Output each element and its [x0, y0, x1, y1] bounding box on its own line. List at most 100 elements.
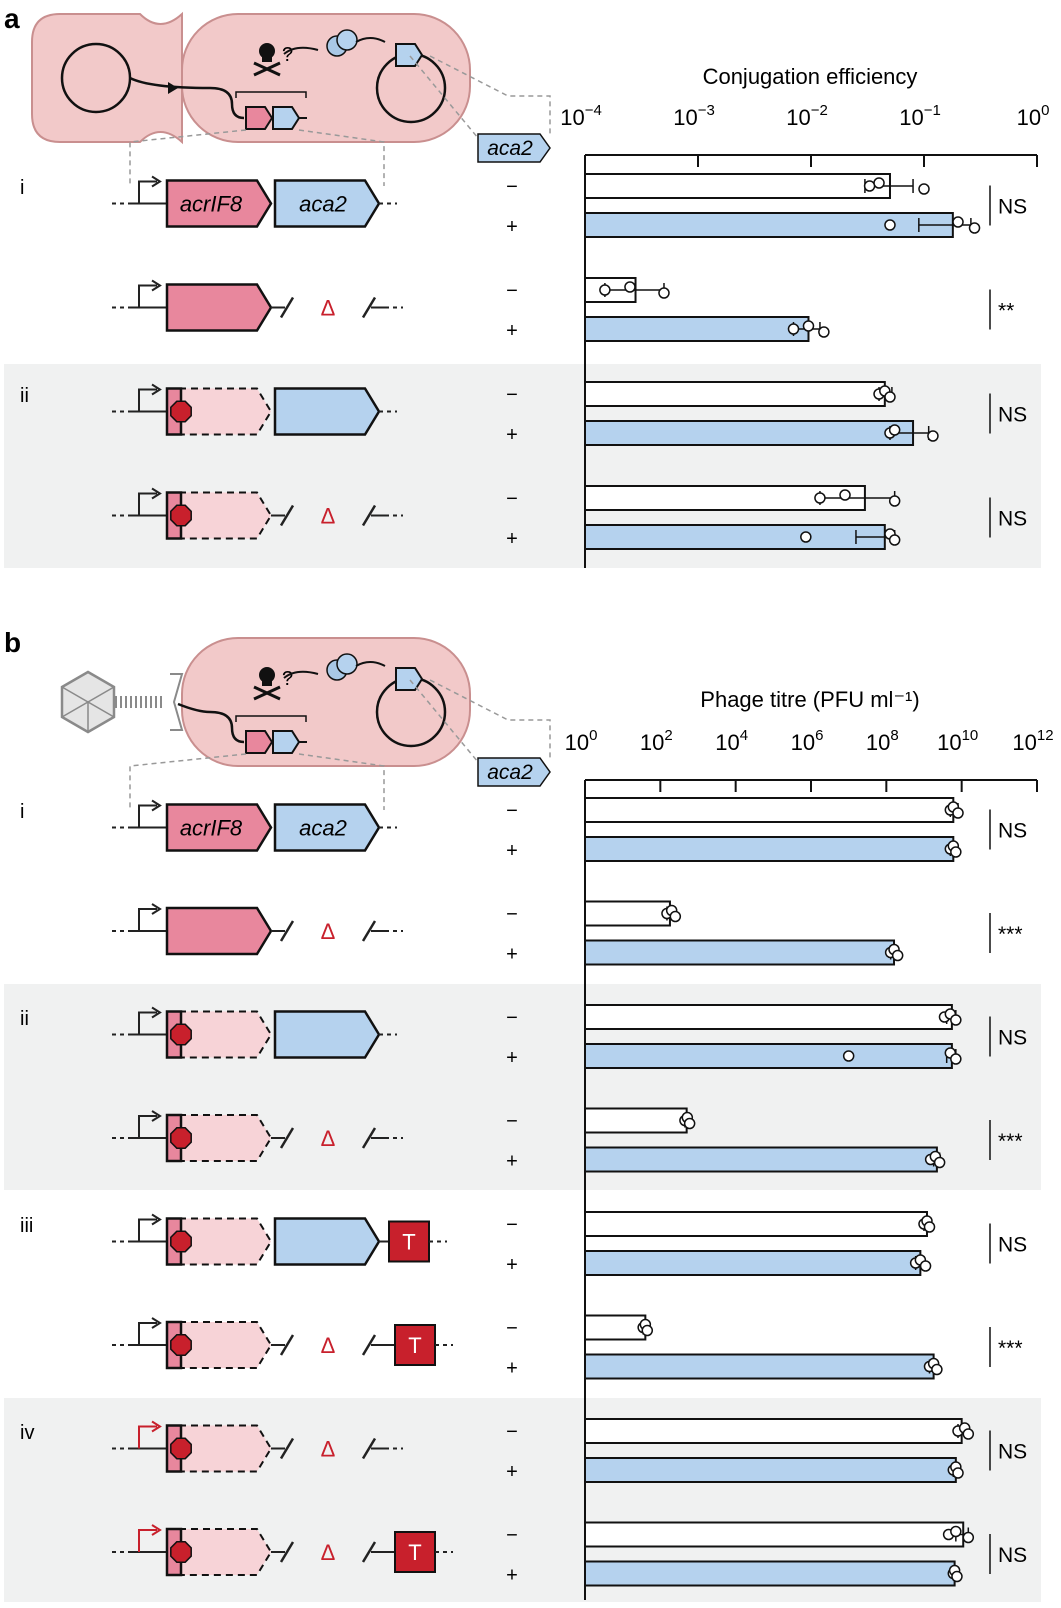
aca-gene — [273, 1217, 381, 1266]
promoter-arrow-head — [151, 799, 162, 812]
x-tick-label: 10−2 — [786, 102, 828, 130]
transfer-arrow — [168, 82, 178, 94]
promoter-arrow — [138, 1322, 157, 1345]
aca-gene-small — [272, 730, 301, 754]
data-point — [800, 531, 812, 543]
construct-stop-aca — [112, 1006, 397, 1059]
callout-dash — [409, 679, 551, 763]
skull-jaw — [262, 56, 272, 62]
aca-gene-host — [395, 43, 424, 67]
protein-icon — [336, 653, 358, 675]
break-mark — [361, 1541, 377, 1563]
data-point — [818, 326, 830, 338]
crossbone — [253, 685, 281, 701]
acr-gene — [165, 906, 273, 956]
x-tick-label: 106 — [791, 727, 824, 755]
aca-gene — [273, 803, 381, 852]
x-tick-exponent: −3 — [698, 102, 715, 119]
break-mark — [279, 920, 295, 942]
bar-minus — [584, 1004, 953, 1030]
condition-minus: − — [506, 1214, 518, 1236]
data-point — [599, 284, 611, 296]
condition-plus: + — [506, 1565, 518, 1587]
data-point — [968, 222, 981, 234]
delta-symbol: Δ — [321, 504, 336, 529]
terminator-label: T — [402, 1230, 415, 1255]
significance-label: NS — [998, 508, 1027, 531]
zoom-dash-left — [129, 753, 247, 810]
zoom-dash-right — [298, 129, 385, 186]
aca2-callout-label: aca2 — [487, 137, 533, 160]
acr-gene — [165, 283, 273, 332]
x-tick-exponent: −1 — [924, 102, 941, 119]
bracket — [235, 91, 307, 98]
condition-minus: − — [506, 1111, 518, 1133]
skull-jaw — [262, 680, 272, 686]
bar-plus — [584, 1353, 935, 1380]
data-point — [952, 216, 964, 228]
x-tick-label: 10−3 — [673, 102, 715, 130]
x-tick-exponent: −2 — [811, 102, 828, 119]
significance-label: *** — [998, 923, 1023, 946]
aca-gene-small — [272, 106, 301, 130]
bar-plus — [584, 1250, 922, 1276]
data-point — [950, 1525, 962, 1538]
stop-codon-icon — [170, 504, 192, 527]
x-tick-exponent: 10 — [962, 727, 979, 744]
bar-plus — [584, 939, 896, 966]
promoter-arrow-head — [151, 903, 162, 915]
aca2-callout — [477, 757, 551, 787]
significance-label: NS — [998, 196, 1027, 219]
bar-plus — [584, 524, 886, 550]
bar-minus — [584, 1211, 928, 1237]
condition-plus: + — [506, 1358, 518, 1380]
stop-codon-icon — [170, 1437, 192, 1460]
skull-question: ? — [282, 44, 293, 66]
condition-minus: − — [506, 904, 518, 926]
construct-redprom-stop-delta: Δ — [112, 1420, 403, 1473]
promoter-arrow — [138, 908, 157, 931]
terminator-icon — [388, 1220, 430, 1263]
bar-plus — [584, 836, 955, 862]
aca2-callout-label: aca2 — [487, 761, 533, 784]
construct-stop-delta: Δ — [112, 1110, 403, 1163]
construct-stop-delta: Δ — [112, 487, 403, 540]
stop-codon-icon — [170, 1023, 192, 1046]
break-mark — [361, 920, 377, 942]
construct-wt-delta: Δ — [112, 279, 403, 332]
bar-plus — [584, 1560, 956, 1587]
delta-symbol: Δ — [321, 1437, 336, 1462]
data-point — [951, 1570, 963, 1583]
bar-plus — [584, 420, 915, 446]
significance-label: ** — [998, 300, 1014, 323]
x-tick-label: 102 — [640, 727, 673, 755]
panel-a-letter: a — [4, 3, 20, 34]
condition-plus: + — [506, 320, 518, 342]
skull-question: ? — [282, 668, 293, 690]
promoter-arrow — [138, 1529, 157, 1552]
promoter-arrow-head — [151, 383, 162, 396]
bar-minus — [584, 1521, 965, 1548]
condition-plus: + — [506, 1254, 518, 1276]
significance-label: NS — [998, 1027, 1027, 1050]
break-mark — [279, 504, 295, 527]
significance-label: NS — [998, 1441, 1027, 1464]
data-point — [658, 287, 670, 299]
aca2-callout — [477, 133, 551, 163]
data-point — [962, 1531, 975, 1544]
condition-plus: + — [506, 1151, 518, 1173]
x-tick-exponent: 4 — [740, 727, 748, 744]
terminator-label: T — [408, 1333, 421, 1358]
condition-minus: − — [506, 1525, 518, 1547]
crossbone — [253, 61, 281, 77]
data-point — [888, 424, 901, 436]
promoter-arrow — [138, 1218, 157, 1242]
condition-plus: + — [506, 1047, 518, 1069]
promoter-arrow-head — [151, 175, 162, 188]
aca-gene-label: aca2 — [299, 192, 347, 217]
host-cell — [181, 637, 471, 767]
aca-gene — [273, 387, 381, 436]
data-point — [919, 1260, 932, 1272]
